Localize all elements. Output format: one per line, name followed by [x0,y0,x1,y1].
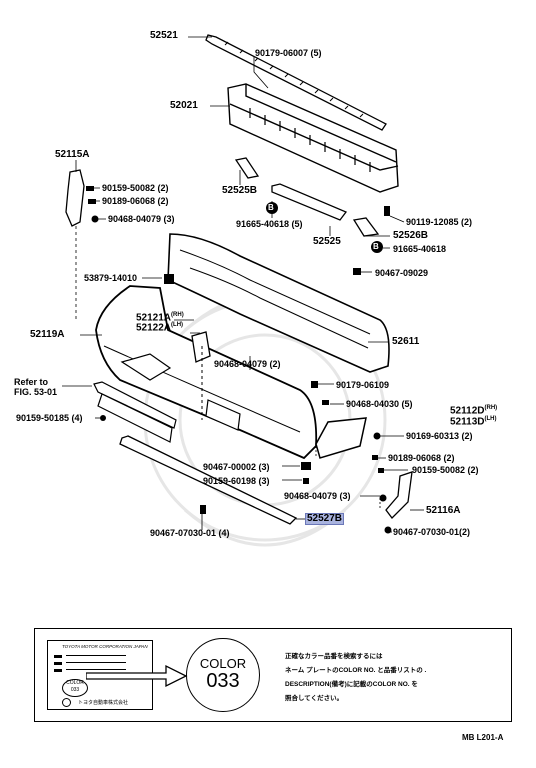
label-52611: 52611 [392,336,420,347]
label-52113D-sub: (LH) [484,416,497,422]
label-52525B: 52525B [222,185,258,196]
part-52527B-molding [119,435,298,525]
label-91665-40618-a: 91665-40618 (5) [236,219,303,229]
label-90468-04079-a: 90468-04079 (3) [108,214,175,224]
label-52116A: 52116A [426,505,461,516]
part-52021-ribs [249,108,371,172]
bolt-b-markers [266,202,383,253]
plate-color-label: COLOR [66,680,84,686]
label-52122A: 52122A(LH) [136,320,183,333]
toyota-logo-icon [62,698,71,707]
label-52115A: 52115A [55,149,90,160]
label-90468-04079-c: 90468-04079 (3) [284,491,351,501]
label-52112D-text: 52112D [450,405,485,417]
plate-header: TOYOTA MOTOR CORPORATION JAPAN [62,644,148,649]
part-52525B-spacer [234,157,260,179]
legend-line-4: 照合してください。 [285,695,344,702]
plate-line [66,669,126,670]
label-refer-to: Refer to [14,377,49,387]
label-fig-53-01: FIG. 53-01 [14,387,58,397]
label-53879-14010: 53879-14010 [84,273,138,283]
part-52115A-bracket [65,169,85,227]
name-plate: TOYOTA MOTOR CORPORATION JAPAN COLOR 033… [47,640,153,710]
leader-lines [62,36,424,533]
bolt-b-letter-2: B [373,242,379,251]
plate-line [66,662,126,663]
legend-line-3: DESCRIPTION(備考)に記載のCOLOR NO. を [285,681,418,688]
part-52521-strip [205,34,387,131]
page-code: MB L201-A [462,733,504,742]
label-52119A: 52119A [30,329,65,340]
plate-line [66,655,126,656]
label-90467-07030-a: 90467-07030-01 (4) [150,528,230,538]
part-53879-14010-clip [164,274,174,284]
label-90189-06068-a: 90189-06068 (2) [102,196,169,206]
label-52122A-sub: (LH) [171,322,184,328]
plate-line [54,655,62,658]
label-90159-50082-b: 90159-50082 (2) [412,465,479,475]
label-90467-07030-b: 90467-07030-01(2) [393,527,471,537]
part-52526B-spacer [352,217,380,237]
legend-instructions: 正確なカラー品番を検索するには ネーム プレートのCOLOR NO. と品番リス… [285,650,505,706]
label-52121A: 52121A(RH) [136,310,184,323]
label-52121A-sub: (RH) [171,312,184,318]
part-52112D-lamp-cover [315,417,367,459]
label-90179-06109: 90179-06109 [336,380,390,390]
label-90467-00002: 90467-00002 (3) [203,462,270,472]
part-52521-teeth [224,41,364,118]
label-90159-50185: 90159-50185 (4) [16,413,83,423]
legend-line-1: 正確なカラー品番を検索するには [285,653,383,660]
label-90468-04030: 90468-04030 (5) [346,399,413,409]
label-52122A-text: 52122A [136,322,172,334]
bolt-b-letter-1: B [268,203,274,212]
plate-line [54,662,62,665]
label-90159-60198: 90159-60198 (3) [203,476,270,486]
plate-footer: トヨタ自動車株式会社 [78,700,129,706]
plate-line [54,669,62,672]
label-90179-06007: 90179-06007 (5) [255,48,322,58]
fastener-icons-left [86,186,99,223]
color-code-circle: COLOR 033 [186,638,260,712]
label-90467-09029: 90467-09029 [375,268,429,278]
color-legend-box [34,628,512,722]
label-52526B: 52526B [393,230,429,241]
color-code: 033 [206,670,240,692]
label-90159-50082-a: 90159-50082 (2) [102,183,169,193]
part-52116A-bracket [385,471,413,519]
label-90468-04079-b: 90468-04079 (2) [214,359,281,369]
label-52113D: 52113D(LH) [450,414,496,427]
label-52113D-text: 52113D [450,416,485,428]
label-52112D-sub: (RH) [484,405,498,411]
part-52119A-bumper-cover [95,285,318,460]
plate-color-oval: COLOR 033 [62,679,88,697]
part-52121A-bracket [191,331,211,363]
label-52527B-highlighted[interactable]: 52527B [304,513,345,525]
part-52525-retainer [271,183,348,221]
label-91665-40618-b: 91665-40618 [393,244,447,254]
label-90169-60313: 90169-60313 (2) [406,431,473,441]
label-52521: 52521 [150,30,178,41]
part-lower-grille [93,381,177,443]
screw-icons [100,206,392,534]
label-52525: 52525 [313,236,341,247]
label-52021: 52021 [170,100,198,111]
color-word: COLOR [199,656,247,671]
arrow-icon [86,664,188,688]
label-52121A-text: 52121A [136,312,172,324]
label-90119-12085: 90119-12085 (2) [406,217,473,227]
label-90189-06068-b: 90189-06068 (2) [388,453,455,463]
plate-color-code: 033 [70,687,80,693]
legend-line-2: ネーム プレートのCOLOR NO. と品番リストの . [285,667,427,674]
label-52112D: 52112D(RH) [450,403,497,416]
part-52611-absorber [167,233,390,373]
